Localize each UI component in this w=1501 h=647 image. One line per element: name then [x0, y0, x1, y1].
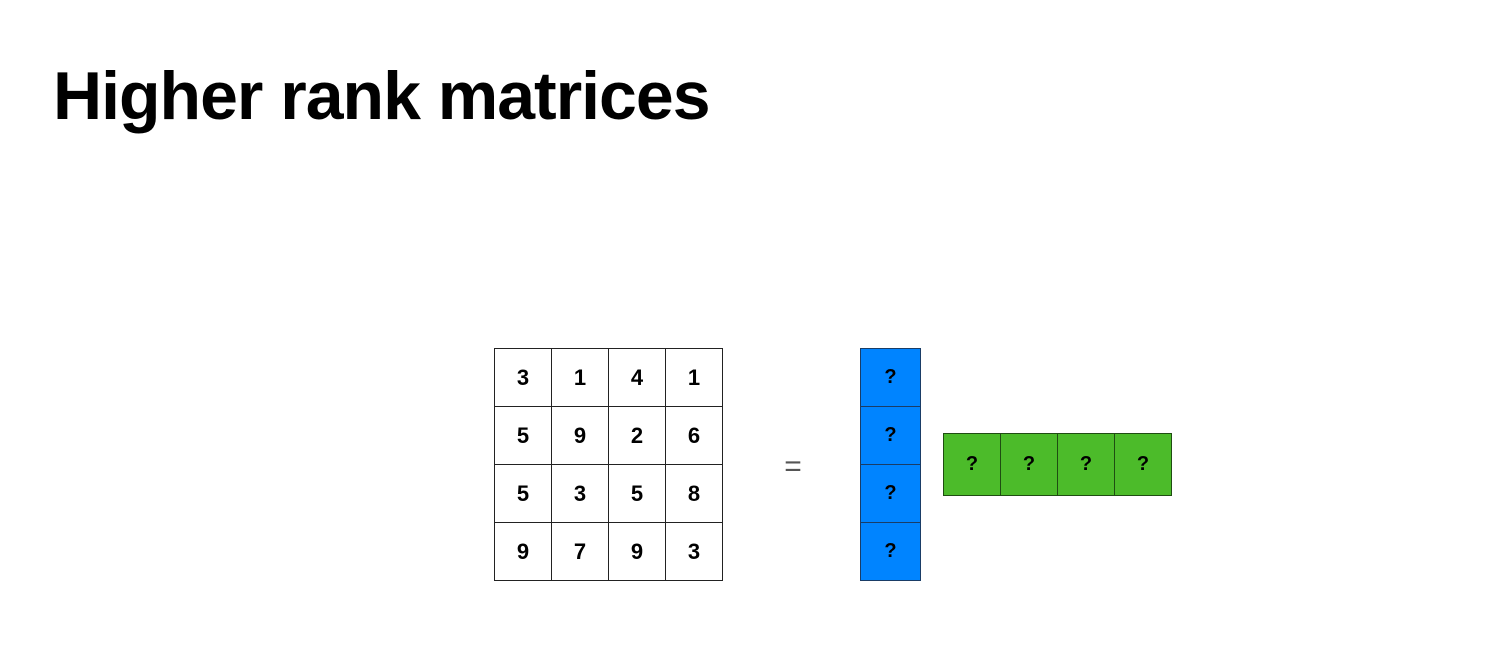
- matrix-cell-r3-c1: 5: [495, 465, 552, 523]
- row-vector-cell-2: ?: [1001, 434, 1058, 496]
- matrix-cell-r1-c4: 1: [666, 349, 723, 407]
- matrix-cell-r4-c2: 7: [552, 523, 609, 581]
- row-vector: ? ? ? ?: [943, 433, 1172, 496]
- column-vector: ? ? ? ?: [860, 348, 921, 581]
- row-vector-cell-3: ?: [1058, 434, 1115, 496]
- matrix-cell-r4-c1: 9: [495, 523, 552, 581]
- matrix-cell-r4-c4: 3: [666, 523, 723, 581]
- matrix-4x4: 3 1 4 1 5 9 2 6 5 3 5 8 9 7 9 3: [494, 348, 723, 581]
- slide-title: Higher rank matrices: [53, 58, 711, 134]
- row-vector-cell-4: ?: [1115, 434, 1172, 496]
- matrix-cell-r3-c3: 5: [609, 465, 666, 523]
- matrix-cell-r3-c2: 3: [552, 465, 609, 523]
- matrix-cell-r4-c3: 9: [609, 523, 666, 581]
- equals-sign: =: [784, 450, 802, 483]
- matrix-cell-r2-c1: 5: [495, 407, 552, 465]
- matrix-cell-r1-c1: 3: [495, 349, 552, 407]
- matrix-cell-r1-c2: 1: [552, 349, 609, 407]
- column-vector-cell-3: ?: [861, 465, 921, 523]
- matrix-cell-r2-c2: 9: [552, 407, 609, 465]
- matrix-cell-r2-c3: 2: [609, 407, 666, 465]
- row-vector-cell-1: ?: [944, 434, 1001, 496]
- matrix-cell-r3-c4: 8: [666, 465, 723, 523]
- column-vector-cell-1: ?: [861, 349, 921, 407]
- matrix-cell-r1-c3: 4: [609, 349, 666, 407]
- column-vector-cell-4: ?: [861, 523, 921, 581]
- matrix-cell-r2-c4: 6: [666, 407, 723, 465]
- column-vector-cell-2: ?: [861, 407, 921, 465]
